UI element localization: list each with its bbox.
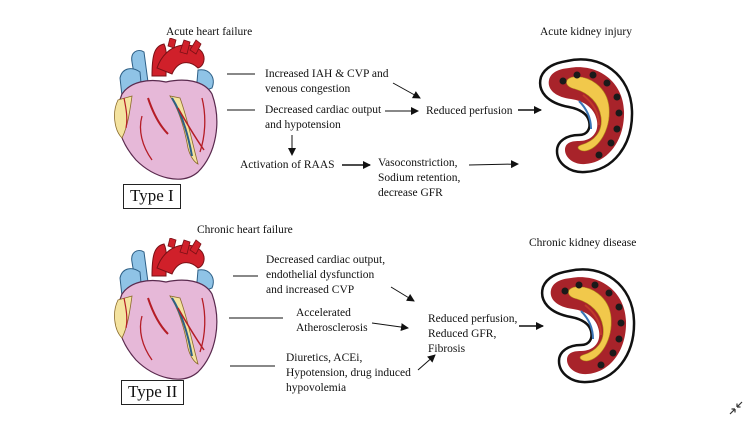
arrow-ihd-to-perfusion bbox=[392, 82, 421, 99]
chronic-kidney-disease-label: Chronic kidney disease bbox=[529, 237, 637, 249]
acute-heart-failure-header: Acute heart failure bbox=[166, 26, 253, 38]
reduced-perfusion-gfr-text: Reduced perfusion, Reduced GFR, Fibrosis bbox=[428, 313, 518, 355]
reduced-perfusion-text: Reduced perfusion bbox=[426, 105, 513, 117]
collapse-icon[interactable] bbox=[729, 401, 743, 418]
acute-kidney-injury-label: Acute kidney injury bbox=[540, 26, 632, 38]
ihd-cvp-text: Increased IAH & CVP and venous congestio… bbox=[265, 68, 389, 95]
arrow-co-to-reduced bbox=[390, 286, 415, 302]
type-ii-label: Type II bbox=[121, 380, 185, 405]
cardiac-output-text: Decreased cardiac output and hypotension bbox=[265, 104, 382, 131]
atherosclerosis-text: Accelerated Atherosclerosis bbox=[296, 307, 368, 334]
kidney-icon bbox=[538, 58, 634, 174]
type-i-label: Type I bbox=[123, 184, 181, 209]
chronic-heart-failure-header: Chronic heart failure bbox=[197, 224, 293, 236]
vasoconstriction-text: Vasoconstriction, Sodium retention, decr… bbox=[378, 157, 461, 199]
heart-icon bbox=[114, 238, 218, 380]
arrow-athero-to-reduced bbox=[371, 322, 409, 331]
cardiac-output-endothelial-text: Decreased cardiac output, endothelial dy… bbox=[266, 254, 386, 296]
kidney-icon bbox=[540, 268, 636, 384]
heart-icon bbox=[114, 38, 218, 180]
raas-text: Activation of RAAS bbox=[240, 159, 335, 171]
arrow-diuretics-to-reduced bbox=[417, 354, 436, 371]
arrow-vaso-to-kidney bbox=[468, 160, 519, 169]
diuretics-text: Diuretics, ACEi, Hypotension, drug induc… bbox=[286, 352, 411, 394]
